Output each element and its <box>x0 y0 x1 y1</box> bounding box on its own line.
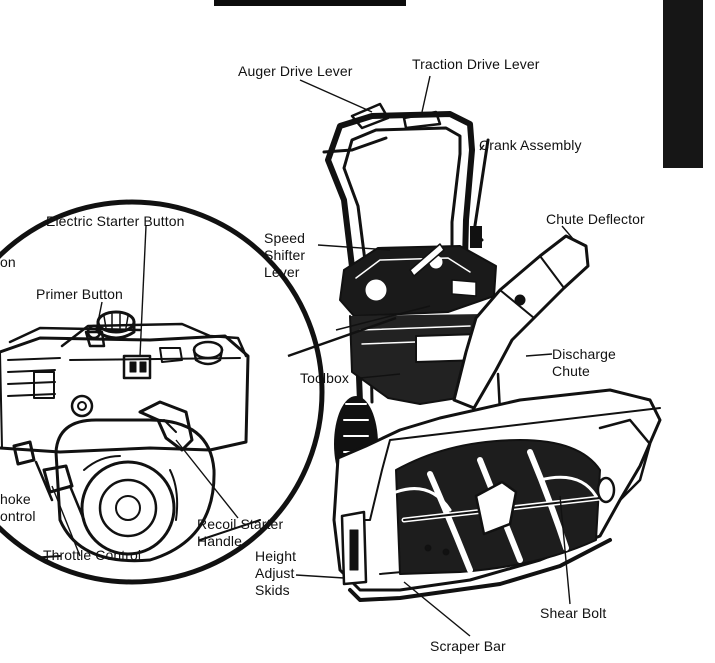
label-scraper-bar: Scraper Bar <box>430 638 506 654</box>
label-recoil-starter-handle: Recoil Starter Handle <box>197 516 284 549</box>
section-tab <box>663 0 703 168</box>
header-bar <box>214 0 406 6</box>
label-height-adjust-skids: Height Adjust Skids <box>255 548 297 598</box>
label-traction-drive-lever: Traction Drive Lever <box>412 56 540 72</box>
label-auger-drive-lever: Auger Drive Lever <box>238 63 353 79</box>
label-truncated-on: on <box>0 254 16 270</box>
label-toolbox: Toolbox <box>300 370 349 386</box>
label-shear-bolt: Shear Bolt <box>540 605 607 621</box>
engine-detail-inset <box>0 199 325 585</box>
label-chute-deflector: Chute Deflector <box>546 211 645 227</box>
label-discharge-chute: Discharge Chute <box>552 346 616 379</box>
label-throttle-control: Throttle Control <box>43 547 142 563</box>
leader-lines <box>51 75 575 637</box>
label-crank-assembly: Crank Assembly <box>479 137 582 153</box>
label-electric-starter-button: Electric Starter Button <box>46 213 185 229</box>
label-choke-control: hoke ontrol <box>0 491 36 524</box>
label-primer-button: Primer Button <box>36 286 123 302</box>
label-speed-shifter-lever: Speed Shifter Lever <box>264 230 306 280</box>
snow-thrower <box>322 102 662 602</box>
